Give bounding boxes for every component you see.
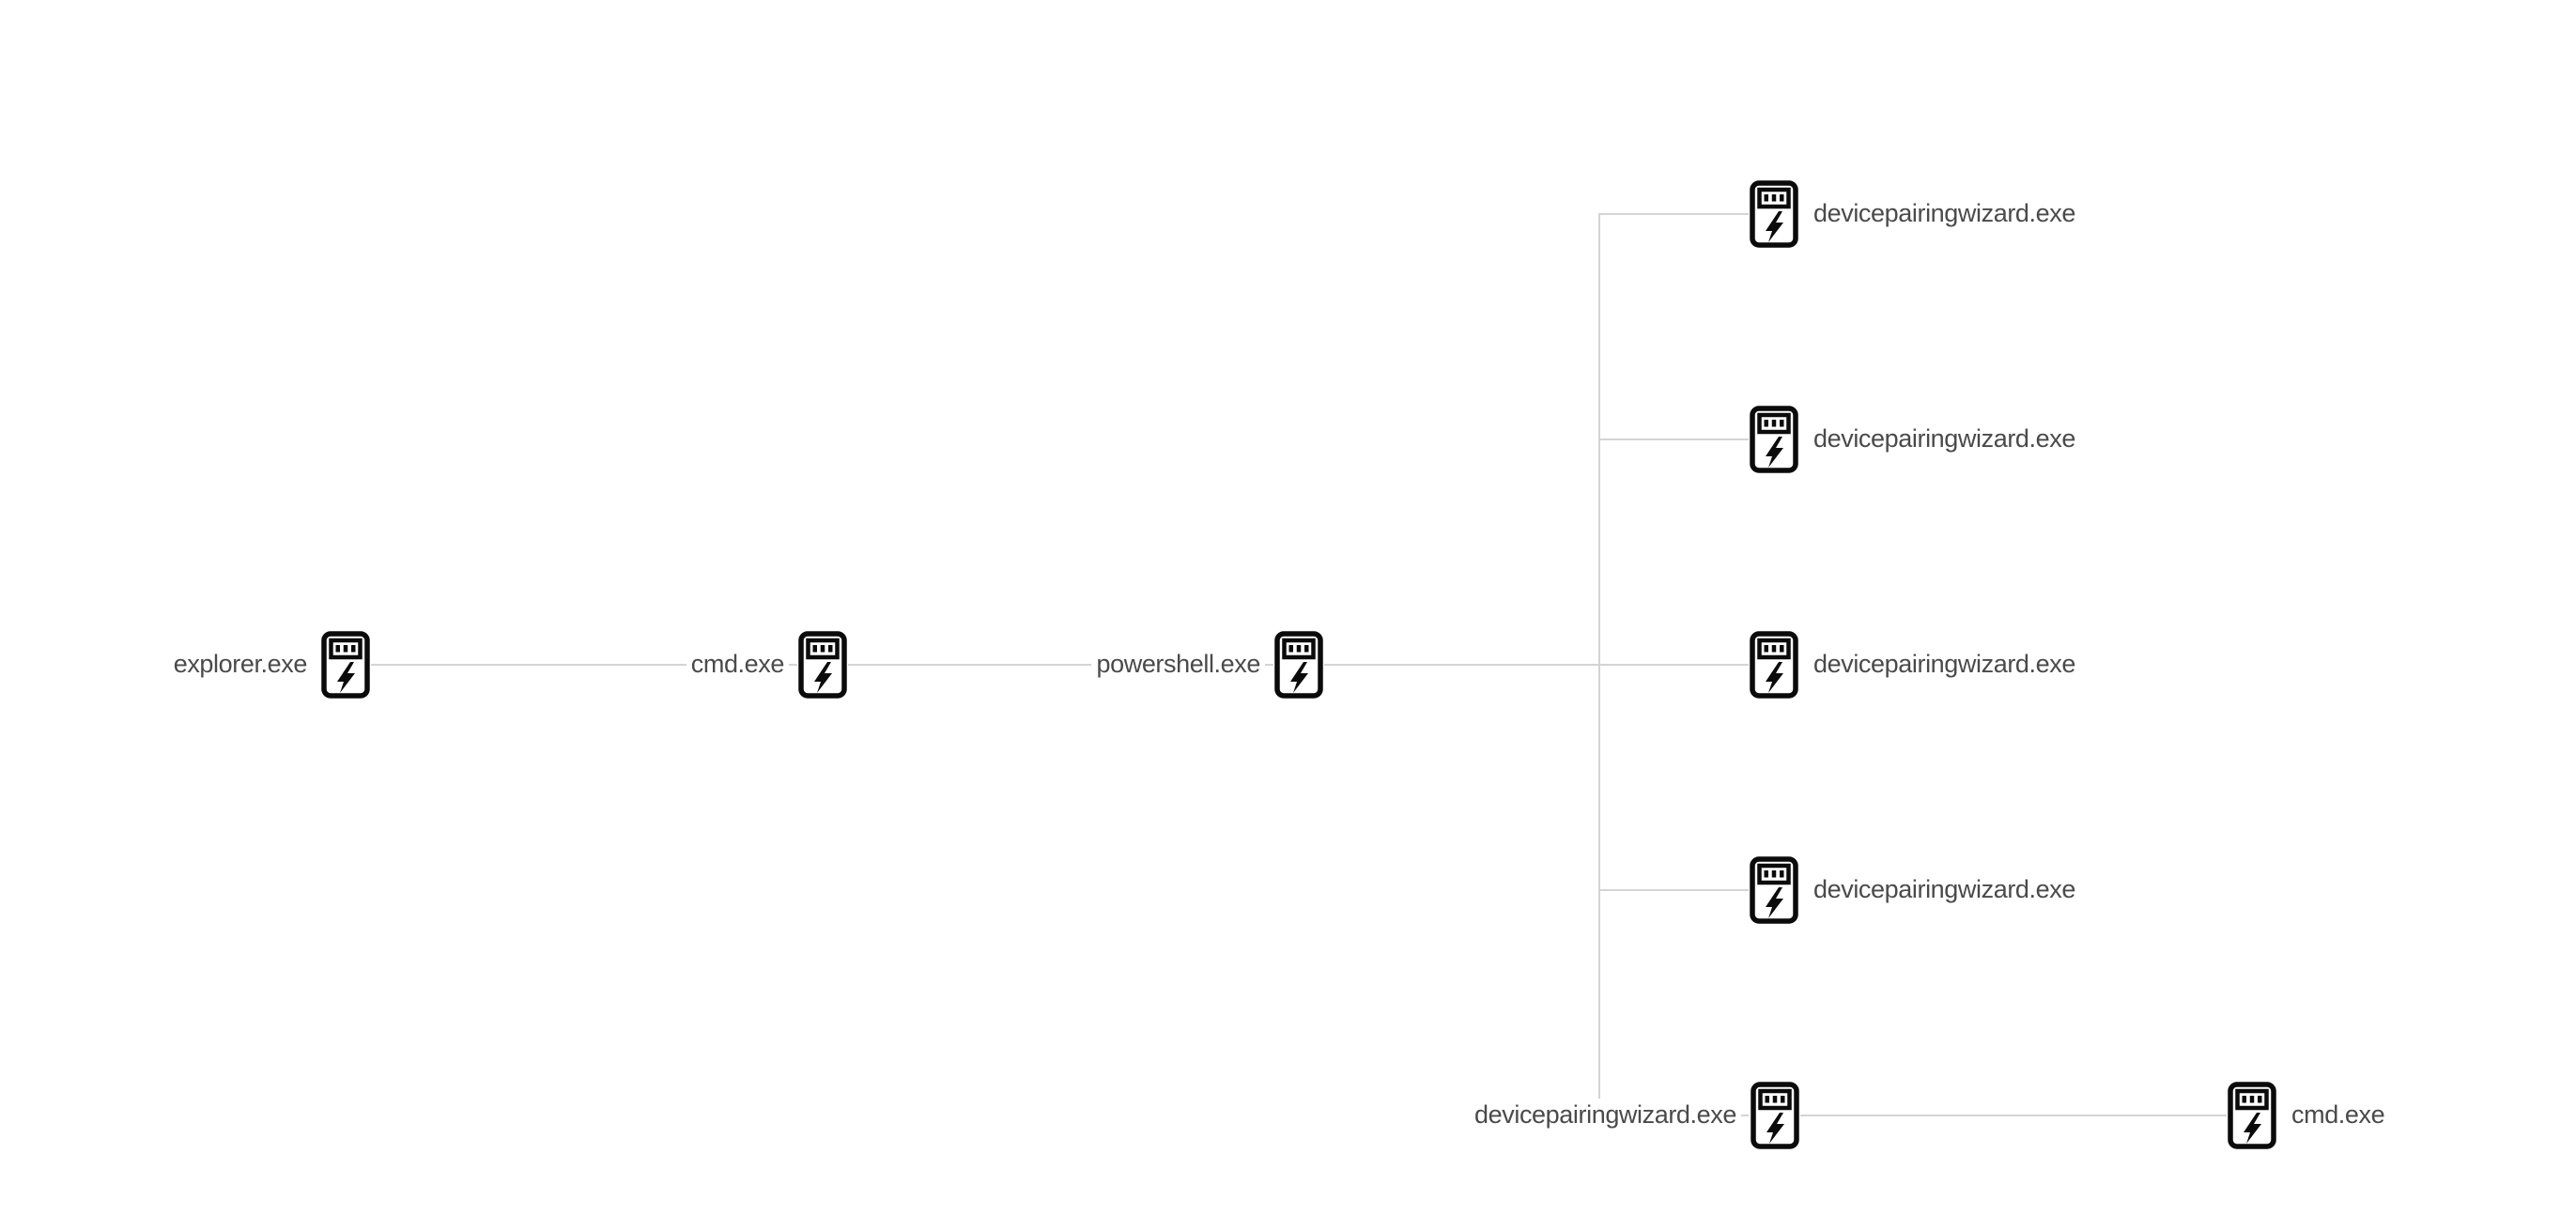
process-icon xyxy=(797,630,848,700)
edge-trunk-to-dpw2 xyxy=(1600,438,1749,440)
edge-cmd1-to-powershell xyxy=(848,664,1273,666)
process-label-dpw-2: devicepairingwizard.exe xyxy=(1809,423,2080,456)
process-label-dpw-4: devicepairingwizard.exe xyxy=(1809,873,2080,907)
process-label-powershell: powershell.exe xyxy=(1091,648,1265,682)
process-icon xyxy=(320,630,371,700)
process-node-dpw-2[interactable]: devicepairingwizard.exe xyxy=(1749,405,2080,474)
process-label-dpw-3: devicepairingwizard.exe xyxy=(1809,648,2080,682)
process-icon xyxy=(1749,179,1799,249)
edge-trunk-to-dpw1 xyxy=(1600,213,1749,215)
edge-dpw5-to-cmd2 xyxy=(1800,1115,2227,1116)
process-label-cmd-1: cmd.exe xyxy=(686,648,789,682)
process-icon xyxy=(2227,1081,2277,1150)
edge-powershell-to-trunk xyxy=(1324,664,1600,666)
process-icon xyxy=(1273,630,1324,700)
process-node-cmd-1[interactable]: cmd.exe xyxy=(686,630,848,700)
edge-explorer-to-cmd1 xyxy=(371,664,797,666)
process-label-dpw-5: devicepairingwizard.exe xyxy=(1470,1099,1741,1132)
process-label-explorer: explorer.exe xyxy=(168,648,312,682)
process-label-cmd-2: cmd.exe xyxy=(2287,1099,2390,1132)
process-icon xyxy=(1749,630,1799,700)
edge-trunk-vertical xyxy=(1598,213,1600,1116)
process-icon xyxy=(1749,855,1799,925)
process-label-dpw-1: devicepairingwizard.exe xyxy=(1809,197,2080,231)
process-node-dpw-4[interactable]: devicepairingwizard.exe xyxy=(1749,855,2080,925)
process-node-explorer[interactable]: explorer.exe xyxy=(168,630,371,700)
process-node-cmd-2[interactable]: cmd.exe xyxy=(2227,1081,2390,1150)
process-icon xyxy=(1749,405,1799,474)
process-icon xyxy=(1750,1081,1800,1150)
process-node-powershell[interactable]: powershell.exe xyxy=(1091,630,1324,700)
process-node-dpw-1[interactable]: devicepairingwizard.exe xyxy=(1749,179,2080,249)
process-node-dpw-5[interactable]: devicepairingwizard.exe xyxy=(1470,1081,1800,1150)
edge-trunk-to-dpw3 xyxy=(1600,664,1749,666)
process-node-dpw-3[interactable]: devicepairingwizard.exe xyxy=(1749,630,2080,700)
edge-trunk-to-dpw4 xyxy=(1600,889,1749,891)
